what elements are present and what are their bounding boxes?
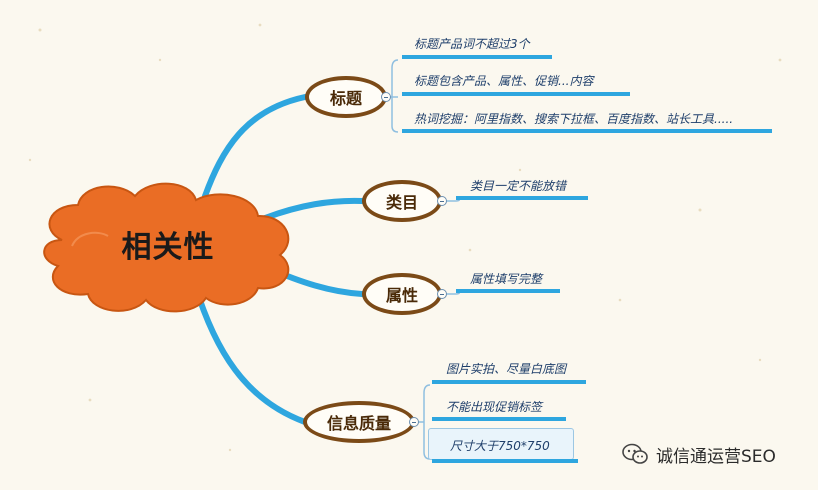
- leaf-title-content[interactable]: 标题包含产品、属性、促销...内容: [414, 74, 594, 88]
- leaf-underline: [402, 55, 552, 59]
- topic-shuxing[interactable]: 属性: [362, 273, 442, 315]
- collapse-toggle-xinxizhiliang[interactable]: [409, 417, 419, 427]
- branch-leimu: [262, 197, 365, 221]
- leaf-no-promo-tags[interactable]: 不能出现促销标签: [446, 400, 543, 414]
- collapse-toggle-biaoti[interactable]: [381, 92, 391, 102]
- wechat-icon: [622, 443, 648, 464]
- branch-biaoti: [202, 94, 308, 199]
- branch-xinxizhiliang: [192, 282, 308, 425]
- leaf-underline: [432, 380, 586, 384]
- leaf-category-correct[interactable]: 类目一定不能放错: [470, 179, 567, 193]
- topic-xinxizhiliang[interactable]: 信息质量: [303, 401, 415, 443]
- leaf-underline: [432, 417, 566, 421]
- watermark: 诚信通运营SEO: [622, 442, 776, 467]
- collapse-toggle-leimu[interactable]: [437, 196, 447, 206]
- leaf-underline: [402, 129, 772, 133]
- topic-leimu[interactable]: 类目: [362, 180, 442, 222]
- leaf-attributes-complete[interactable]: 属性填写完整: [470, 272, 543, 286]
- leaf-size-requirement[interactable]: 尺寸大于750*750: [450, 439, 550, 453]
- leaf-underline: [402, 92, 630, 96]
- topic-biaoti[interactable]: 标题: [305, 76, 387, 118]
- leaf-underline: [432, 459, 578, 463]
- background-texture: [28, 23, 782, 452]
- leaf-title-word-limit[interactable]: 标题产品词不超过3个: [414, 37, 530, 51]
- watermark-text: 诚信通运营SEO: [656, 446, 776, 467]
- leaf-hot-word-mining[interactable]: 热词挖掘：阿里指数、搜索下拉框、百度指数、站长工具.....: [414, 112, 734, 126]
- central-topic: 相关性: [121, 230, 215, 265]
- leaf-underline: [456, 289, 560, 293]
- leaf-underline: [456, 196, 588, 200]
- central-cloud: [43, 182, 290, 313]
- collapse-toggle-shuxing[interactable]: [437, 289, 447, 299]
- leaf-real-photos[interactable]: 图片实拍、尽量白底图: [446, 362, 567, 376]
